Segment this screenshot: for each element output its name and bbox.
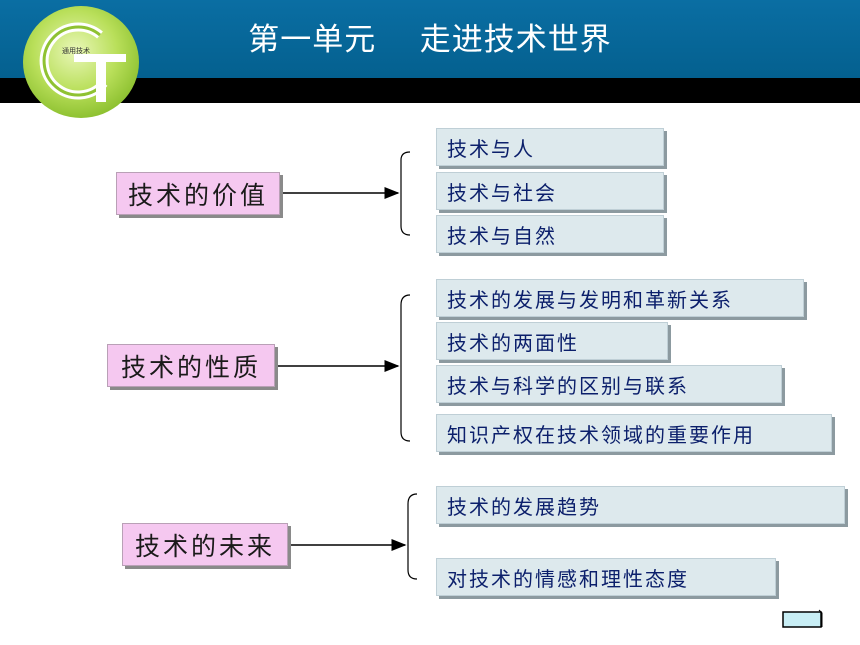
header-black-bar [0, 78, 860, 103]
item-attitude: 对技术的情感和理性态度 [436, 558, 776, 596]
gt-logo-icon: 通用技术 [23, 6, 139, 118]
item-tech-vs-science: 技术与科学的区别与联系 [436, 365, 782, 403]
topic-future: 技术的未来 [122, 523, 288, 566]
item-tech-and-society: 技术与社会 [436, 172, 664, 210]
header-band [0, 0, 860, 78]
item-development-trend: 技术的发展趋势 [436, 486, 845, 524]
item-tech-and-nature: 技术与自然 [436, 215, 664, 253]
brace-3 [407, 493, 418, 580]
topic-value: 技术的价值 [116, 172, 280, 215]
item-tech-and-people: 技术与人 [436, 128, 664, 166]
logo-text: 通用技术 [62, 46, 90, 55]
item-two-sides: 技术的两面性 [436, 322, 668, 360]
item-development-invention: 技术的发展与发明和革新关系 [436, 279, 804, 317]
brace-2 [400, 294, 411, 442]
brace-1 [400, 151, 411, 236]
item-intellectual-property: 知识产权在技术领域的重要作用 [436, 414, 832, 452]
return-button-icon[interactable] [782, 609, 824, 629]
slide-title: 第一单元 走进技术世界 [248, 22, 612, 58]
topic-nature: 技术的性质 [107, 344, 275, 387]
